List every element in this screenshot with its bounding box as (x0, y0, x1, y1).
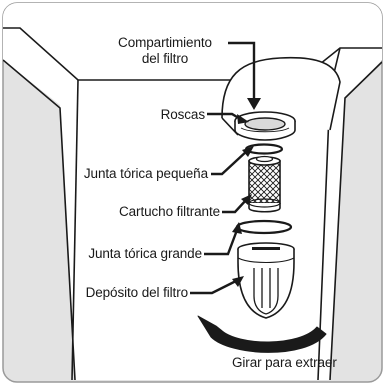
label-filter-cartridge: Cartucho filtrante (119, 204, 220, 219)
label-filter-compartment-line2: del filtro (141, 51, 189, 66)
leader-cartridge (222, 198, 248, 214)
leader-arrowheads (232, 98, 261, 287)
label-threads: Roscas (160, 107, 206, 122)
label-filter-housing: Depósito del filtro (85, 285, 189, 300)
leader-housing (190, 278, 239, 295)
filter-cartridge-part (248, 155, 281, 213)
threads-part (234, 111, 296, 141)
leader-large-o-ring (204, 229, 239, 256)
left-wall (3, 59, 76, 381)
right-wall (329, 61, 382, 381)
label-filter-compartment-line1: Compartimiento (118, 35, 212, 50)
label-small-o-ring: Junta tórica pequeña (83, 166, 208, 181)
leader-compartment (228, 41, 256, 100)
arrowhead-cartridge (241, 194, 252, 205)
arrowhead-compartment (247, 98, 261, 110)
leader-small-o-ring (211, 149, 249, 176)
arrowhead-large-o-ring (232, 222, 242, 234)
ceiling-edge-left (3, 27, 255, 81)
label-rotate-to-remove: Girar para extraer (232, 355, 337, 370)
arrowhead-small-o-ring (242, 146, 254, 157)
label-large-o-ring: Junta tórica grande (88, 246, 202, 261)
compartment-recess (221, 56, 341, 131)
arrowhead-housing (232, 276, 244, 287)
arrowhead-threads (237, 114, 249, 124)
left-wall-inner (71, 79, 79, 381)
rotate-arrow-icon (197, 315, 327, 353)
